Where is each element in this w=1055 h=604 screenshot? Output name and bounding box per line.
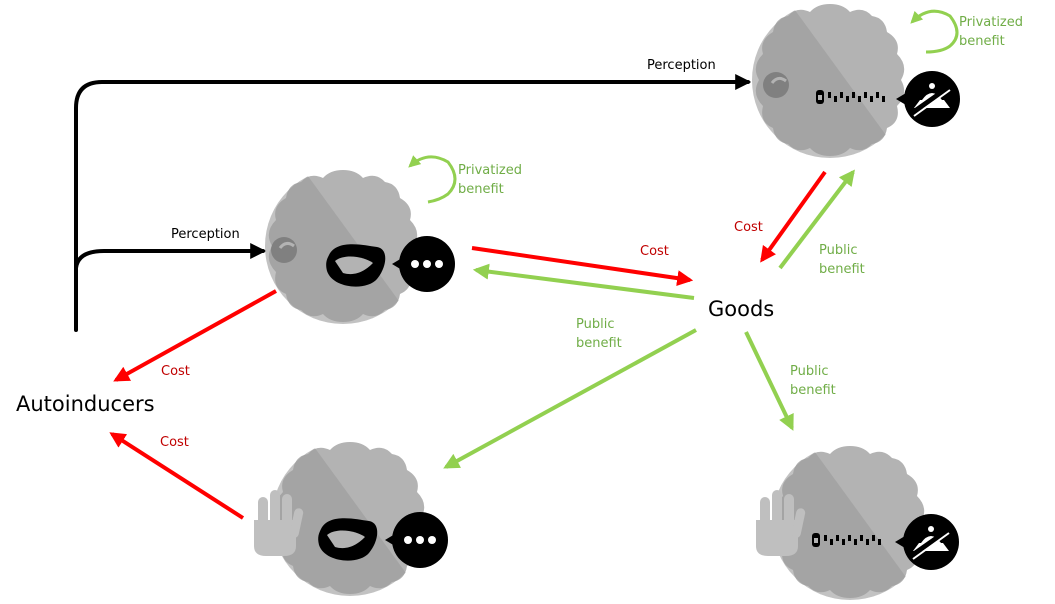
bean-icon <box>318 518 378 561</box>
perception-label-mid: Perception <box>171 227 240 242</box>
benefit-arrow-goods-cell1 <box>472 263 695 300</box>
cell-producer <box>254 442 448 596</box>
privatized-benefit-curl-cell1 <box>408 155 457 204</box>
goods-node: Goods <box>708 297 774 321</box>
cost-arrows <box>109 170 827 520</box>
benefit-arrows <box>443 169 855 469</box>
cost-label-cell4-autoinducers: Cost <box>160 435 189 450</box>
benefit-arrow-goods-cell2 <box>778 169 855 270</box>
cell-cheater <box>756 446 959 600</box>
cell-producer-perceiver <box>265 170 455 324</box>
no-production-icon <box>895 514 959 570</box>
cost-label-cell2: Cost <box>734 220 763 235</box>
hand-icon <box>254 490 304 556</box>
cost-arrow-cell1-goods <box>471 246 694 287</box>
cost-arrow-cell1-autoinducers <box>113 289 277 382</box>
cost-arrow-cell2-goods <box>760 170 827 263</box>
receptor-icon <box>763 72 789 98</box>
speech-bubble-icon <box>392 236 455 292</box>
perception-label-top: Perception <box>647 58 716 73</box>
cost-label-cell1-goods: Cost <box>640 244 669 259</box>
hand-icon <box>756 490 806 556</box>
privatized-benefit-curl-cell2 <box>910 9 959 54</box>
zipper-icon <box>812 533 881 547</box>
zipper-icon <box>816 90 885 104</box>
no-production-icon <box>896 71 960 127</box>
benefit-arrow-goods-cell4 <box>443 328 697 469</box>
autoinducers-node: Autoinducers <box>16 392 155 416</box>
cost-arrow-cell4-autoinducers <box>109 432 245 520</box>
receptor-icon <box>271 237 297 263</box>
bean-icon <box>326 244 386 287</box>
speech-bubble-icon <box>385 512 448 568</box>
cell-perceiver-cheater <box>752 4 960 158</box>
perception-connector <box>74 74 752 332</box>
benefit-arrow-goods-cell3 <box>744 331 794 431</box>
cost-label-cell1-autoinducers: Cost <box>161 364 190 379</box>
